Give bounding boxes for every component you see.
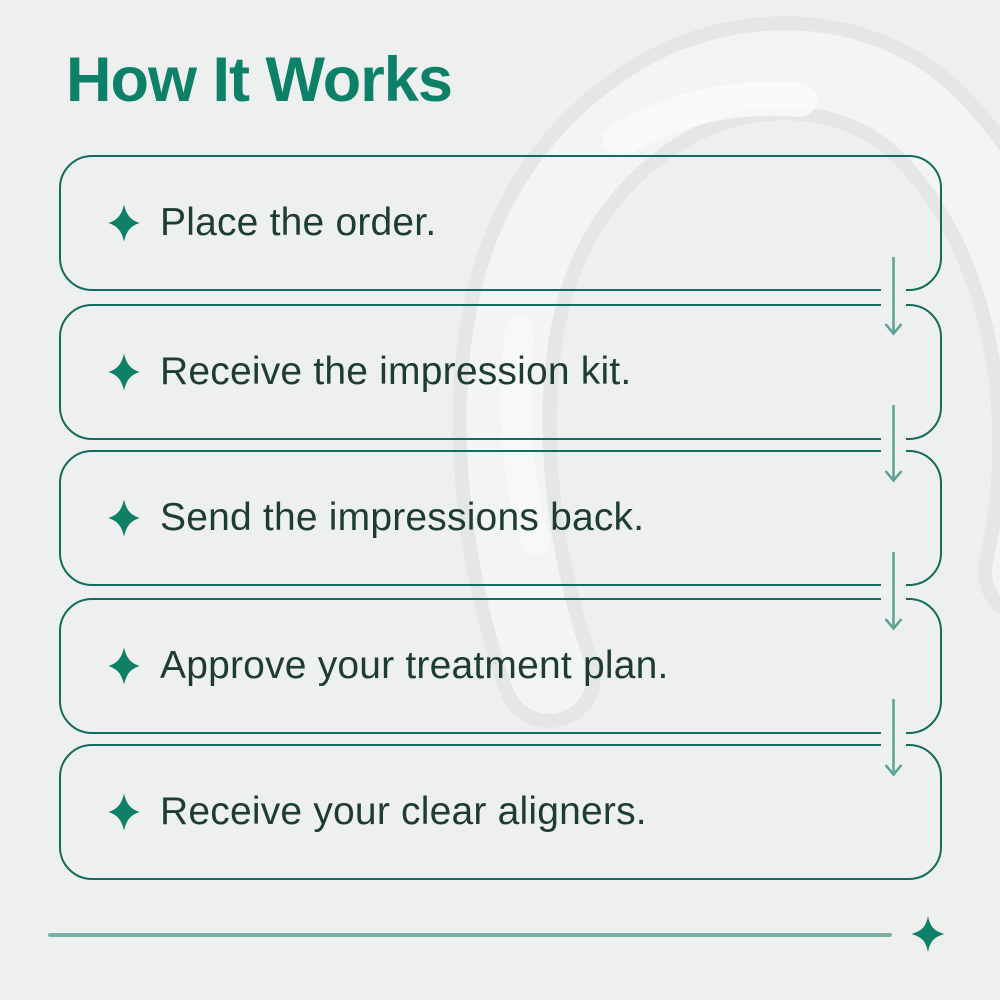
arrow-head-icon <box>884 323 903 336</box>
arrow-head-icon <box>884 470 903 483</box>
step-row-4: Approve your treatment plan. <box>60 599 941 733</box>
step-row-1: Place the order. <box>60 156 941 290</box>
step-label: Send the impressions back. <box>160 496 645 539</box>
clear-aligner-shape <box>452 16 1000 728</box>
flow-arrow-1 <box>884 257 903 336</box>
step-row-3: Send the impressions back. <box>60 451 941 585</box>
four-point-star-icon <box>108 353 140 391</box>
four-point-star-icon <box>108 204 140 242</box>
flow-arrow-3 <box>884 552 903 631</box>
flow-arrow-4 <box>884 699 903 777</box>
step-5-box-outline <box>59 744 942 880</box>
step-label: Receive your clear aligners. <box>160 790 647 833</box>
arrow-head-icon <box>884 764 903 777</box>
step-row-2: Receive the impression kit. <box>60 305 941 439</box>
step-2-box-outline <box>59 304 942 440</box>
page-title: How It Works <box>66 45 453 115</box>
four-point-star-icon <box>108 499 140 537</box>
step-4-box-outline <box>59 598 942 734</box>
step-1-box-outline <box>59 155 942 291</box>
step-label: Approve your treatment plan. <box>160 644 669 687</box>
four-point-star-icon <box>108 647 140 685</box>
step-label: Place the order. <box>160 201 437 244</box>
flow-arrow-2 <box>884 405 903 483</box>
footer-star-icon <box>911 916 945 952</box>
four-point-star-icon <box>108 793 140 831</box>
step-label: Receive the impression kit. <box>160 350 632 393</box>
step-3-box-outline <box>59 450 942 586</box>
step-row-5: Receive your clear aligners. <box>60 745 941 879</box>
arrow-head-icon <box>884 618 903 631</box>
